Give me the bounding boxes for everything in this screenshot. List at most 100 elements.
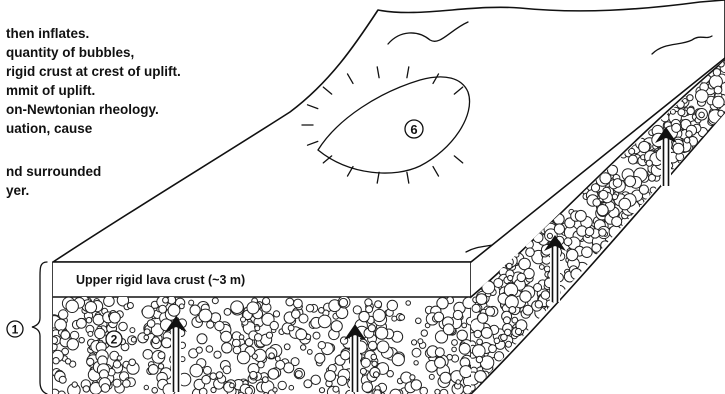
- vesicle-bubble: [222, 343, 232, 353]
- vesicle-bubble: [575, 210, 586, 221]
- uplift-tick: [377, 172, 379, 183]
- uplift-dome: [302, 67, 470, 183]
- vesicle-bubble: [61, 331, 70, 340]
- vesicle-bubble: [197, 334, 207, 344]
- vesicle-bubble: [582, 247, 593, 258]
- vesicle-bubble: [270, 321, 278, 329]
- vesicle-bubble: [392, 316, 397, 321]
- vesicle-bubble: [144, 385, 148, 389]
- vesicle-bubble: [639, 185, 648, 194]
- vesicle-bubble: [359, 311, 369, 321]
- vesicle-bubble: [83, 386, 89, 392]
- vesicle-bubble: [258, 361, 265, 368]
- vesicle-bubble: [284, 344, 290, 350]
- vesicle-bubble: [414, 361, 418, 365]
- uplift-tick: [348, 74, 354, 84]
- vesicle-bubble: [59, 376, 66, 383]
- vesicle-bubble: [599, 229, 606, 236]
- vesicle-bubble: [273, 311, 279, 317]
- vesicle-bubble: [142, 306, 154, 318]
- caption-line: uation, cause: [6, 121, 93, 136]
- caption-line: nd surrounded: [6, 164, 101, 179]
- vesicle-bubble: [318, 315, 331, 328]
- caption-line: on-Newtonian rheology.: [6, 102, 159, 117]
- vesicle-bubble: [463, 385, 472, 394]
- uplift-tick: [407, 172, 409, 183]
- vesicle-bubble: [673, 143, 684, 154]
- vesicle-bubble: [159, 305, 167, 313]
- vesicle-bubble: [418, 339, 423, 344]
- vesicle-bubble: [319, 308, 325, 314]
- vesicle-bubble: [214, 351, 221, 358]
- vesicle-bubble: [153, 337, 160, 344]
- vesicle-bubble: [333, 386, 339, 392]
- vesicle-bubble: [286, 298, 294, 306]
- caption-line: mmit of uplift.: [6, 83, 95, 98]
- svg-text:1: 1: [12, 323, 19, 337]
- vesicle-bubble: [158, 364, 163, 369]
- vesicle-bubble: [435, 389, 440, 394]
- vesicle-bubble: [131, 337, 136, 342]
- vesicle-bubble: [206, 346, 213, 353]
- vesicle-bubble: [263, 298, 270, 305]
- vesicle-bubble: [684, 137, 690, 143]
- vesicle-bubble: [216, 372, 223, 379]
- vesicle-bubble: [585, 227, 593, 235]
- vesicle-bubble: [452, 347, 457, 352]
- vesicle-bubble: [547, 233, 552, 238]
- vesicle-bubble: [113, 361, 120, 368]
- marker-2: 2: [106, 331, 122, 347]
- vesicle-bubble: [535, 301, 542, 308]
- vesicle-bubble: [362, 382, 372, 392]
- vesicle-bubble: [223, 366, 231, 374]
- vesicle-bubble: [275, 356, 280, 361]
- vesicle-bubble: [459, 343, 470, 354]
- vesicle-bubble: [494, 279, 503, 288]
- vesicle-bubble: [440, 389, 448, 394]
- vesicle-bubble: [190, 364, 203, 377]
- vesicle-bubble: [672, 123, 681, 132]
- vesicle-bubble: [313, 332, 320, 339]
- vesicle-bubble: [360, 368, 366, 374]
- vesicle-bubble: [144, 335, 149, 340]
- vesicle-bubble: [199, 388, 207, 394]
- vesicle-bubble: [474, 330, 481, 337]
- vesicle-bubble: [77, 318, 87, 328]
- vesicle-bubble: [506, 341, 512, 347]
- vesicle-bubble: [85, 302, 96, 313]
- vesicle-bubble: [294, 299, 303, 308]
- uplift-tick: [308, 141, 318, 145]
- vesicle-bubble: [541, 291, 550, 300]
- vesicle-bubble: [544, 266, 550, 272]
- vesicle-bubble: [406, 301, 411, 306]
- uplift-tick: [454, 87, 462, 94]
- vesicle-bubble: [301, 345, 306, 350]
- caption-line: quantity of bubbles,: [6, 45, 134, 60]
- vesicle-bubble: [127, 303, 133, 309]
- vesicle-bubble: [230, 383, 235, 388]
- vesicle-bubble: [123, 380, 131, 388]
- vesicle-bubble: [567, 249, 578, 260]
- vesicle-bubble: [375, 301, 382, 308]
- vesicle-bubble: [262, 377, 268, 383]
- vesicle-bubble: [373, 309, 385, 321]
- vesicle-bubble: [117, 356, 122, 361]
- vesicle-bubble: [306, 305, 313, 312]
- vesicle-bubble: [591, 184, 599, 192]
- vesicle-bubble: [392, 354, 404, 366]
- uplift-tick: [407, 67, 409, 78]
- vesicle-bubble: [625, 176, 636, 187]
- vesicle-bubble: [203, 366, 211, 374]
- vesicle-bubble: [247, 302, 259, 314]
- vesicle-bubble: [278, 381, 286, 389]
- vesicle-bubble: [129, 359, 136, 366]
- vesicle-bubble: [494, 338, 500, 344]
- vesicle-bubble: [315, 353, 325, 363]
- vesicle-bubble: [143, 350, 153, 360]
- vesicle-bubble: [687, 107, 694, 114]
- vesicle-bubble: [477, 339, 483, 345]
- vesicle-bubble: [147, 320, 155, 328]
- vesicle-bubble: [687, 95, 693, 101]
- vesicle-bubble: [523, 305, 533, 315]
- vesicle-bubble: [325, 371, 336, 382]
